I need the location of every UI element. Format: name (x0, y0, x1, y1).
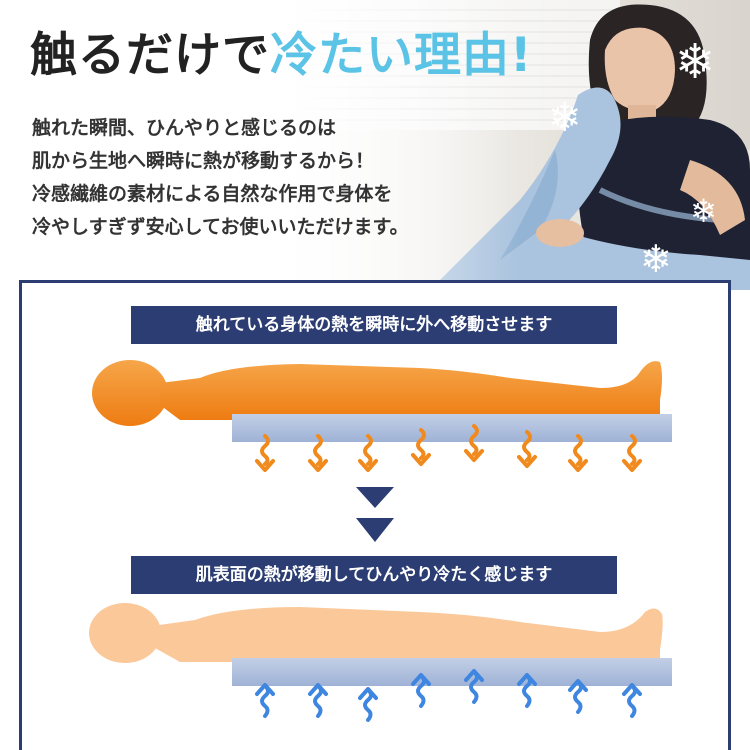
cooling-pad (232, 658, 672, 686)
page-title: 触るだけで冷たい理由! (30, 26, 532, 86)
hot-body-figure (92, 360, 662, 426)
chevron-down-icon (356, 487, 394, 542)
description-line-2: 肌から生地へ瞬時に熱が移動するから！ (32, 150, 375, 172)
cool-arrow-up-icon (358, 687, 378, 722)
step1-caption: 触れている身体の熱を瞬時に外へ移動させます (131, 306, 617, 344)
cool-arrow-up-icon (308, 683, 328, 718)
snowflake-icon: ❄ (548, 95, 582, 141)
cool-arrow-up-icon (255, 683, 275, 718)
cooling-pad (232, 414, 672, 442)
description-line-4: 冷やしすぎず安心してお使いいただけます。 (32, 216, 409, 238)
step2-caption: 肌表面の熱が移動してひんやり冷たく感じます (131, 556, 617, 594)
snowflake-icon: ❄ (675, 34, 716, 90)
description-line-1: 触れた瞬間、ひんやりと感じるのは (32, 117, 337, 139)
snowflake-icon: ❄ (640, 237, 672, 281)
title-part1: 触るだけで (30, 28, 270, 83)
cool-arrow-up-icon (622, 683, 642, 718)
hero-white-fade (0, 0, 520, 290)
description-line-3: 冷感繊維の素材による自然な作用で身体を (32, 183, 393, 205)
cool-body-figure (89, 603, 663, 663)
title-part2: 冷たい理由! (270, 28, 533, 83)
snowflake-icon: ❄ (690, 192, 717, 230)
hero-section: 触るだけで冷たい理由! 触れた瞬間、ひんやりと感じるのは 肌から生地へ瞬時に熱が… (0, 0, 750, 290)
hero-description: 触れた瞬間、ひんやりと感じるのは 肌から生地へ瞬時に熱が移動するから！ 冷感繊維… (32, 112, 409, 244)
